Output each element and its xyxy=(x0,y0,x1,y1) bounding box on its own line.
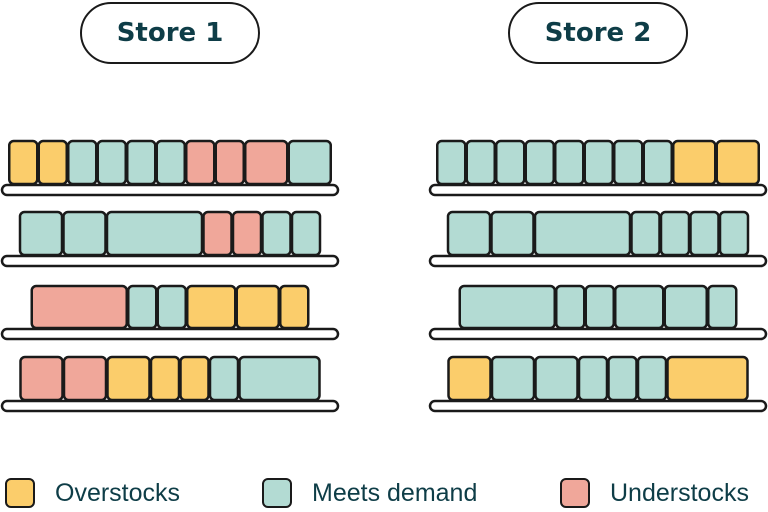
store-2-shelf-1-box-3-meets-demand xyxy=(495,139,526,186)
store-1-shelf-1 xyxy=(0,183,340,197)
store-1-shelf-1-box-8-understock xyxy=(214,139,245,186)
store-2-shelf-4 xyxy=(428,399,768,413)
store-1-shelf-1-box-2-overstock xyxy=(37,139,68,186)
store-1-shelf-3-box-5-overstock xyxy=(235,284,280,330)
store-2-shelf-2-box-5-meets-demand xyxy=(659,210,691,257)
store-1-shelf-2-box-4-understock xyxy=(202,210,233,257)
store-2-shelf-1-box-10-overstock xyxy=(715,139,760,186)
store-1-shelf-1-box-9-understock xyxy=(244,139,289,186)
store-2-shelf-2 xyxy=(428,254,768,268)
store-2-shelf-2-box-3-meets-demand xyxy=(533,210,632,257)
store-2-shelf-4-box-4-meets-demand xyxy=(577,355,609,402)
legend-label-meets-demand: Meets demand xyxy=(312,478,478,507)
store-2-shelf-2-box-6-meets-demand xyxy=(689,210,720,257)
store-1-shelf-3-box-6-overstock xyxy=(279,284,310,330)
store-1-title: Store 1 xyxy=(80,2,260,64)
store-1-shelf-2-box-1-meets-demand xyxy=(18,210,64,257)
store-1-shelf-4-box-7-meets-demand xyxy=(238,355,321,402)
legend-label-overstocks: Overstocks xyxy=(55,478,181,507)
store-2-shelf-3-box-3-meets-demand xyxy=(584,284,615,330)
store-2-shelf-1-box-7-meets-demand xyxy=(613,139,644,186)
store-1-shelf-4 xyxy=(0,399,340,413)
store-1-shelf-3-box-2-meets-demand xyxy=(127,284,158,330)
store-2-shelf-1-box-5-meets-demand xyxy=(554,139,585,186)
store-2-shelf-3-box-5-meets-demand xyxy=(663,284,708,330)
store-2-shelf-2-box-4-meets-demand xyxy=(630,210,661,257)
store-1-shelf-2 xyxy=(0,254,340,268)
store-2-shelf-4-box-2-meets-demand xyxy=(490,355,536,402)
legend-label-understocks: Understocks xyxy=(610,478,749,507)
store-1-shelf-2-box-7-meets-demand xyxy=(290,210,322,257)
understock-swatch xyxy=(560,478,590,508)
store-2-shelf-4-box-3-meets-demand xyxy=(534,355,579,402)
store-1-shelf-2-box-2-meets-demand xyxy=(62,210,107,257)
store-1-shelf-3-box-3-meets-demand xyxy=(156,284,187,330)
legend-overstocks: Overstocks xyxy=(5,474,180,512)
store-1-shelf-3-box-4-overstock xyxy=(186,284,237,330)
store-2-shelf-1-box-2-meets-demand xyxy=(465,139,496,186)
store-2-shelf-1-box-9-overstock xyxy=(672,139,717,186)
store-1-shelf-1-box-1-overstock xyxy=(8,139,39,186)
store-2-shelf-4-box-6-meets-demand xyxy=(636,355,668,402)
legend-meets-demand: Meets demand xyxy=(262,474,477,512)
store-1-shelf-4-box-1-understock xyxy=(19,355,64,402)
store-2-shelf-1-box-4-meets-demand xyxy=(524,139,555,186)
store-2-title: Store 2 xyxy=(508,2,688,64)
store-2-shelf-2-box-7-meets-demand xyxy=(718,210,750,257)
store-2-shelf-1-box-6-meets-demand xyxy=(583,139,614,186)
store-2-shelf-3-box-4-meets-demand xyxy=(614,284,665,330)
meets-demand-swatch xyxy=(262,478,292,508)
store-1-shelf-2-box-6-meets-demand xyxy=(261,210,292,257)
store-1-shelf-3-box-1-understock xyxy=(30,284,128,330)
store-2-shelf-1-box-1-meets-demand xyxy=(436,139,467,186)
store-2-shelf-3-box-2-meets-demand xyxy=(555,284,586,330)
store-2-shelf-3 xyxy=(428,327,768,341)
store-1-shelf-2-box-3-meets-demand xyxy=(105,210,204,257)
store-1-shelf-1-box-3-meets-demand xyxy=(67,139,98,186)
store-1-shelf-4-box-5-overstock xyxy=(179,355,210,402)
store-1-shelf-1-box-4-meets-demand xyxy=(96,139,127,186)
store-1-shelf-1-box-10-meets-demand xyxy=(287,139,332,186)
store-2-shelf-4-box-7-overstock xyxy=(666,355,749,402)
store-1-shelf-4-box-4-overstock xyxy=(149,355,181,402)
store-2-shelf-3-box-1-meets-demand xyxy=(458,284,556,330)
store-1-shelf-3 xyxy=(0,327,340,341)
store-2-shelf-4-box-1-overstock xyxy=(447,355,492,402)
store-2-shelf-3-box-6-meets-demand xyxy=(707,284,738,330)
store-1-shelf-1-box-6-meets-demand xyxy=(155,139,186,186)
store-2-shelf-4-box-5-meets-demand xyxy=(607,355,638,402)
store-2-shelf-1-box-8-meets-demand xyxy=(642,139,673,186)
store-1-shelf-2-box-5-understock xyxy=(231,210,263,257)
store-1-shelf-1-box-7-understock xyxy=(185,139,216,186)
store-2-shelf-2-box-2-meets-demand xyxy=(490,210,535,257)
legend-understocks: Understocks xyxy=(560,474,749,512)
store-1-shelf-1-box-5-meets-demand xyxy=(126,139,157,186)
store-1-shelf-4-box-6-meets-demand xyxy=(208,355,240,402)
overstock-swatch xyxy=(5,478,35,508)
store-1-shelf-4-box-2-understock xyxy=(62,355,108,402)
store-1-shelf-4-box-3-overstock xyxy=(106,355,151,402)
store-2-shelf-2-box-1-meets-demand xyxy=(446,210,492,257)
store-2-shelf-1 xyxy=(428,183,768,197)
